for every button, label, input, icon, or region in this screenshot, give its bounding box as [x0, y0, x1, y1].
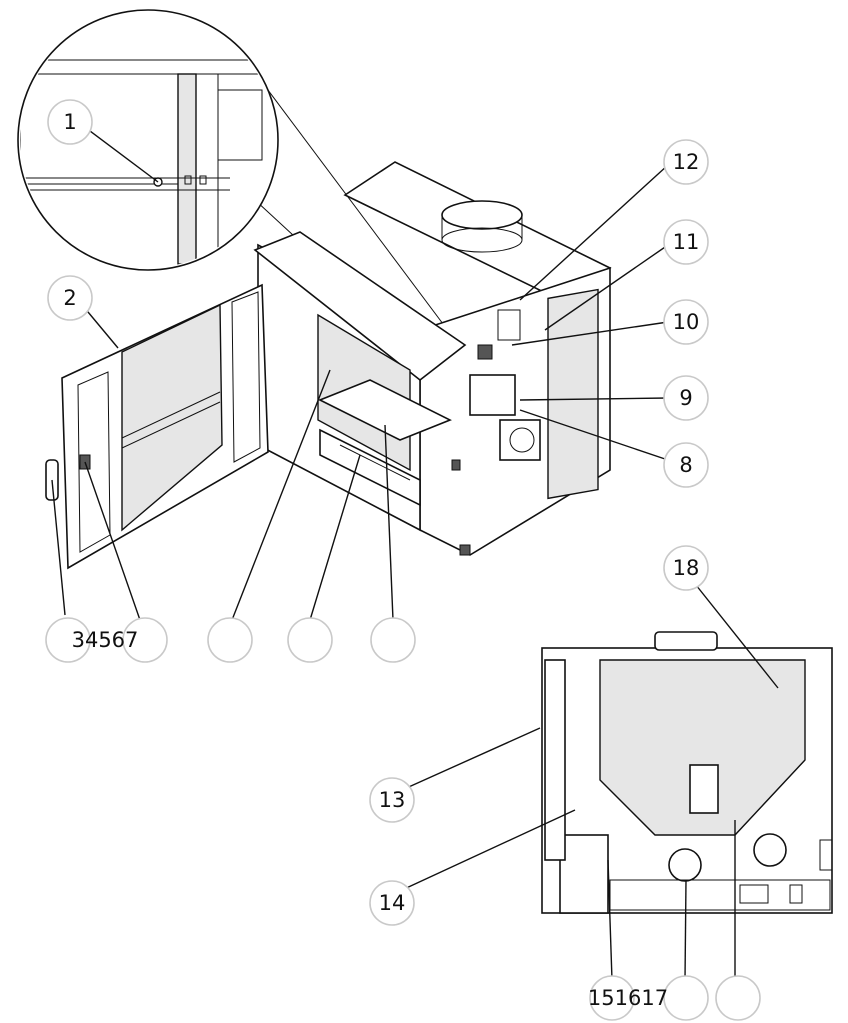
- stove-main-view: [253, 161, 612, 556]
- callout-10-label: 10: [673, 310, 700, 334]
- stove-door: [45, 283, 269, 570]
- callout-13-label: 13: [379, 788, 406, 812]
- callout-14-label: 14: [379, 891, 406, 915]
- callout-151617: 151617: [588, 975, 761, 1021]
- callout-9: 9: [663, 375, 709, 421]
- callout-2: 2: [47, 275, 93, 321]
- callout-12-label: 12: [673, 150, 700, 174]
- callout-34567-label: 34567: [72, 628, 139, 652]
- callout-12: 12: [663, 139, 709, 185]
- callout-2-label: 2: [63, 286, 76, 310]
- callout-1: 1: [47, 99, 93, 145]
- callouts: 1 2 34567 8 9 10 11 12 13: [45, 99, 761, 1021]
- leader-lines: [51, 121, 779, 981]
- callout-13: 13: [369, 777, 415, 823]
- callout-10: 10: [663, 299, 709, 345]
- callout-11-label: 11: [673, 230, 700, 254]
- callout-18-label: 18: [673, 556, 700, 580]
- callout-8-label: 8: [679, 453, 692, 477]
- stove-side-view: [541, 631, 833, 914]
- callout-1-label: 1: [63, 110, 76, 134]
- callout-151617-label: 151617: [588, 986, 668, 1010]
- callout-8: 8: [663, 442, 709, 488]
- callout-34567: 34567: [45, 617, 416, 663]
- callout-18: 18: [663, 545, 709, 591]
- callout-11: 11: [663, 219, 709, 265]
- callout-14: 14: [369, 880, 415, 926]
- callout-9-label: 9: [679, 386, 692, 410]
